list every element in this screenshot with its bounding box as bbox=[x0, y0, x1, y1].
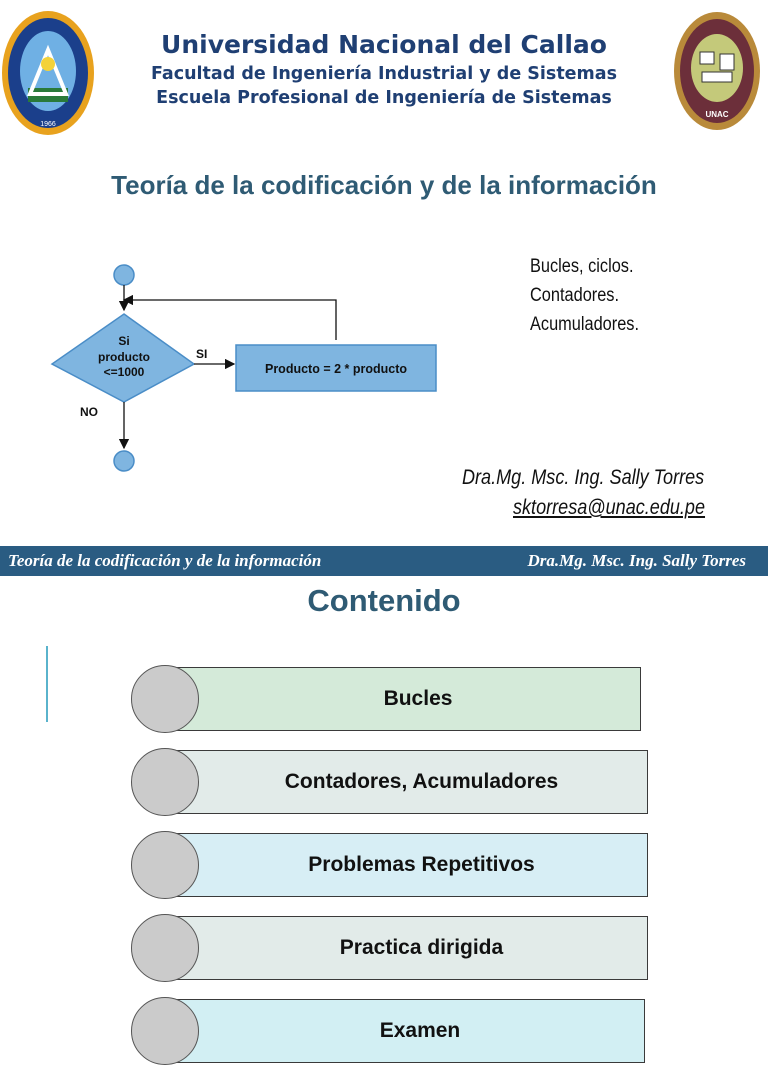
contents-title: Contenido bbox=[307, 583, 461, 618]
yes-label: SI bbox=[196, 347, 207, 361]
author-email-link[interactable]: sktorresa@unac.edu.pe bbox=[513, 496, 706, 519]
accent-line bbox=[46, 646, 48, 722]
contents-item-contadores: Contadores, Acumuladores bbox=[175, 750, 648, 814]
logo-unac-text: UNAC bbox=[705, 110, 728, 119]
contents-item-label: Problemas Repetitivos bbox=[308, 853, 535, 876]
contents-item-label: Examen bbox=[379, 1019, 461, 1042]
logo-year: 1966 bbox=[40, 121, 56, 128]
band-course-title: Teoría de la codificación y de la inform… bbox=[8, 551, 322, 570]
contents-item-practica: Practica dirigida bbox=[175, 916, 648, 980]
contents-item-problemas: Problemas Repetitivos bbox=[175, 833, 648, 897]
band-author: Dra.Mg. Msc. Ing. Sally Torres bbox=[527, 551, 746, 570]
contents-item-label: Practica dirigida bbox=[339, 936, 504, 959]
bullet-circle bbox=[131, 831, 199, 899]
end-node bbox=[113, 450, 135, 472]
footer-band: Teoría de la codificación y de la inform… bbox=[0, 546, 768, 576]
contents-item-examen: Examen bbox=[175, 999, 645, 1063]
process-label: Producto = 2 * producto bbox=[265, 362, 407, 376]
decision-line-1: Si bbox=[118, 334, 129, 348]
fiis-seal-logo: UNAC bbox=[674, 12, 760, 130]
bullet-circle bbox=[131, 748, 199, 816]
contents-item-label: Contadores, Acumuladores bbox=[284, 770, 559, 793]
contents-item-label: Bucles bbox=[383, 687, 453, 710]
faculty-name: Facultad de Ingeniería Industrial y de S… bbox=[150, 64, 618, 84]
bullet-circle bbox=[131, 914, 199, 982]
university-name: Universidad Nacional del Callao bbox=[161, 30, 607, 59]
topic-item: Acumuladores. bbox=[530, 314, 639, 335]
contents-item-bucles: Bucles bbox=[175, 667, 641, 731]
topic-item: Contadores. bbox=[530, 285, 620, 306]
bullet-circle bbox=[131, 997, 199, 1065]
course-title: Teoría de la codificación y de la inform… bbox=[111, 170, 657, 200]
unac-seal-logo: 1966 bbox=[2, 11, 94, 135]
process-node bbox=[235, 344, 437, 392]
decision-line-2: producto bbox=[98, 350, 150, 364]
topics-list: Bucles, ciclos. Contadores. Acumuladores… bbox=[530, 252, 639, 339]
school-name: Escuela Profesional de Ingeniería de Sis… bbox=[156, 88, 612, 108]
topic-item: Bucles, ciclos. bbox=[530, 256, 634, 277]
start-node bbox=[113, 264, 135, 286]
no-label: NO bbox=[80, 405, 98, 419]
bullet-circle bbox=[131, 665, 199, 733]
author-name: Dra.Mg. Msc. Ing. Sally Torres bbox=[462, 466, 705, 489]
decision-line-3: <=1000 bbox=[104, 365, 145, 379]
title-slide: 1966 Universidad Nacional del Callao Fac… bbox=[2, 11, 760, 519]
flowchart-diagram: Si producto <=1000 SI Producto = 2 * pro… bbox=[50, 264, 437, 472]
